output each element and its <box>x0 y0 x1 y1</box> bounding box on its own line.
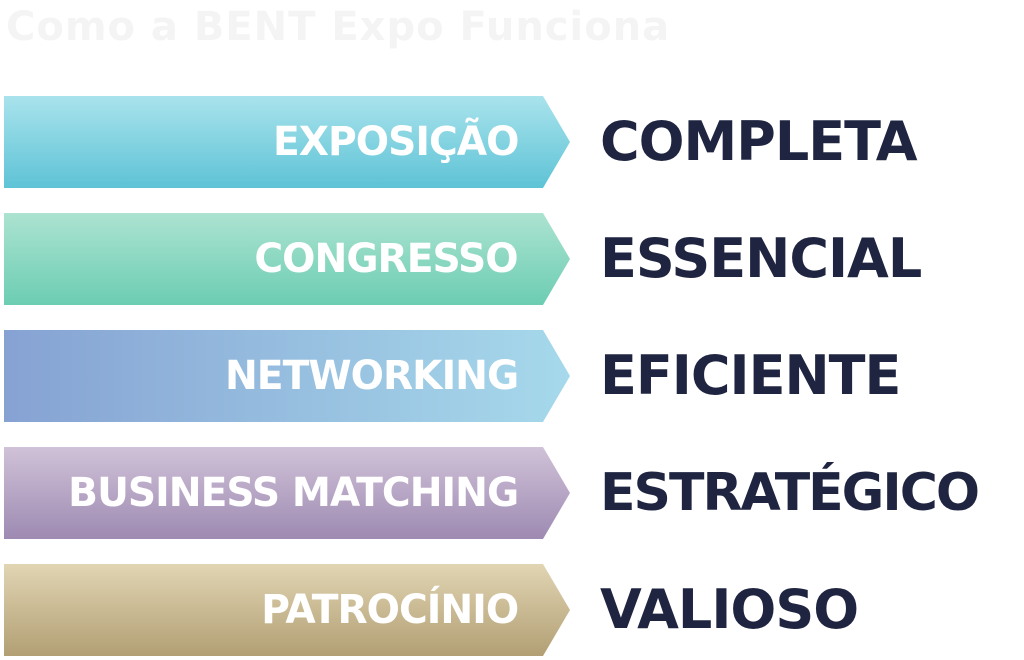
arrow-banner-networking: NETWORKING <box>4 330 570 422</box>
arrow-banner-patrocinio: PATROCÍNIO <box>4 564 570 656</box>
row-congresso: CONGRESSO ESSENCIAL <box>0 213 1024 305</box>
row-exposicao: EXPOSIÇÃO COMPLETA <box>0 96 1024 188</box>
descriptor-word: EFICIENTE <box>600 344 901 407</box>
row-patrocinio: PATROCÍNIO VALIOSO <box>0 564 1024 656</box>
descriptor-word: COMPLETA <box>600 110 918 173</box>
row-networking: NETWORKING EFICIENTE <box>0 330 1024 422</box>
arrow-label: NETWORKING <box>224 353 519 399</box>
descriptor-word: ESTRATÉGICO <box>600 463 980 523</box>
descriptor-word: VALIOSO <box>600 578 859 641</box>
row-business-matching: BUSINESS MATCHING ESTRATÉGICO <box>0 447 1024 539</box>
descriptor-word: ESSENCIAL <box>600 227 922 290</box>
arrow-label: PATROCÍNIO <box>261 587 519 633</box>
arrow-banner-exposicao: EXPOSIÇÃO <box>4 96 570 188</box>
arrow-banner-congresso: CONGRESSO <box>4 213 570 305</box>
arrow-label: BUSINESS MATCHING <box>68 470 519 516</box>
arrow-banner-business-matching: BUSINESS MATCHING <box>4 447 570 539</box>
arrow-label: CONGRESSO <box>254 236 519 282</box>
arrow-label: EXPOSIÇÃO <box>272 119 519 165</box>
page-title: Como a BENT Expo Funciona <box>6 4 671 50</box>
